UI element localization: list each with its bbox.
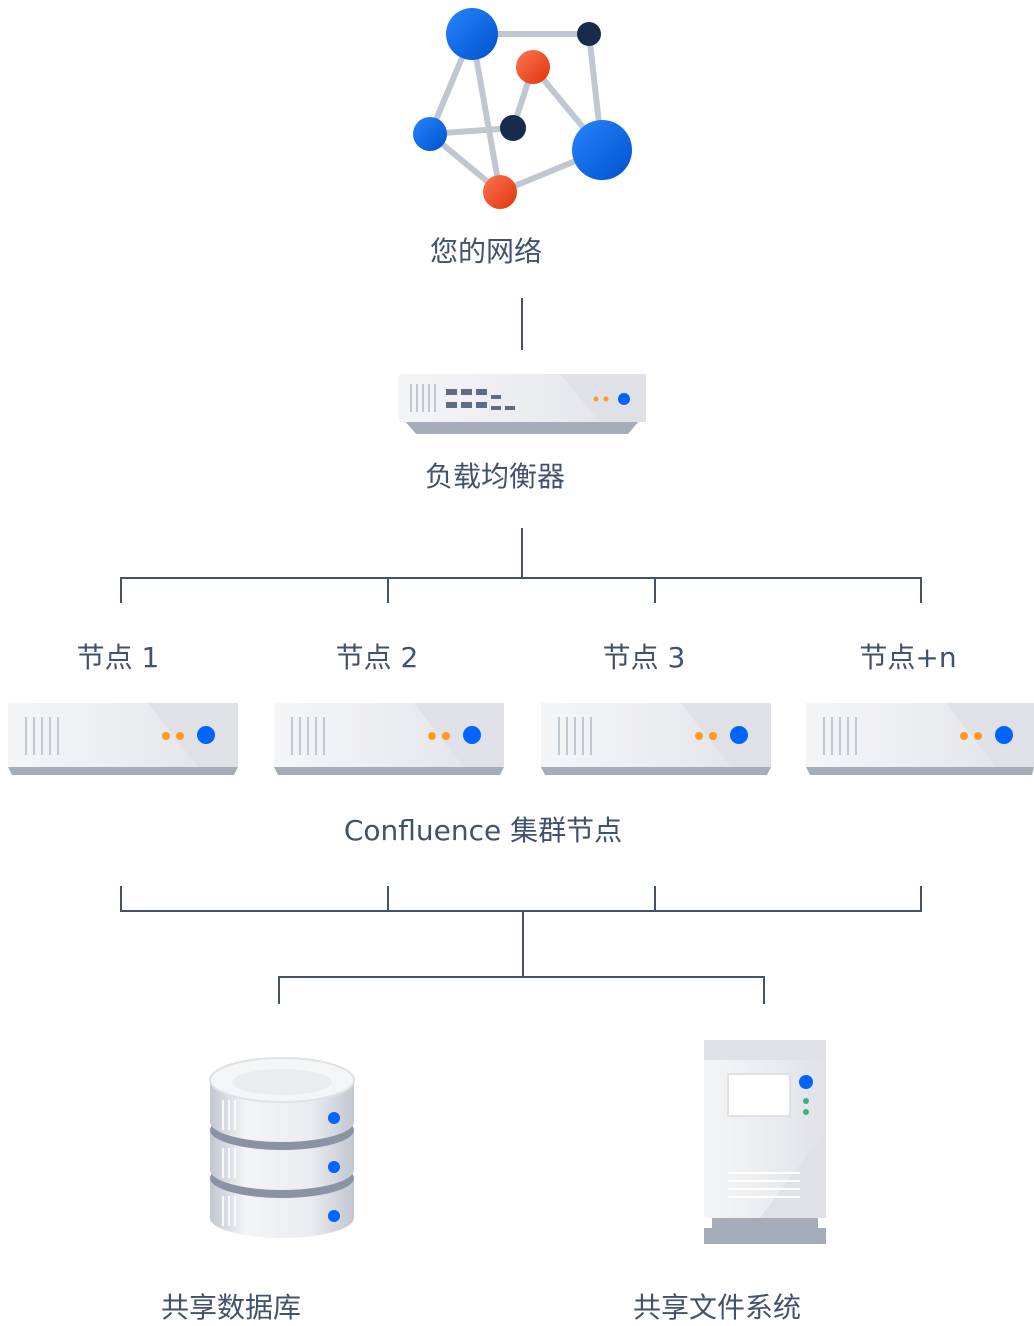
file-server-icon (704, 1040, 826, 1244)
connector-lines (120, 298, 922, 1004)
network-node-icon (500, 115, 526, 141)
node-top-bus (120, 577, 922, 603)
network-label: 您的网络 (429, 235, 543, 268)
cluster-node-server-icon-3 (541, 703, 771, 775)
cluster-node-server-icon-2 (274, 703, 504, 775)
cluster-node-server-icon-n (806, 703, 1034, 775)
network-node-icon (446, 8, 498, 60)
node-label-2: 节点 2 (335, 641, 419, 674)
node-label-n: 节点+n (859, 641, 957, 674)
database-icon (209, 1057, 355, 1238)
storage-bus (278, 976, 765, 1004)
network-node-icon (516, 50, 550, 84)
network-node-icon (572, 120, 632, 180)
load-balancer-icon (398, 374, 646, 434)
shared-fs-label: 共享文件系统 (632, 1291, 802, 1324)
load-balancer-label: 负载均衡器 (424, 460, 566, 493)
cluster-label: Confluence 集群节点 (343, 814, 623, 847)
node-label-3: 节点 3 (602, 641, 686, 674)
network-graph-icon (413, 8, 632, 209)
network-node-icon (413, 117, 447, 151)
cluster-node-server-icon-1 (8, 703, 238, 775)
network-node-icon (483, 175, 517, 209)
shared-db-label: 共享数据库 (160, 1291, 302, 1324)
network-node-icon (577, 22, 601, 46)
node-label-1: 节点 1 (76, 641, 160, 674)
node-bottom-bus (120, 886, 922, 912)
